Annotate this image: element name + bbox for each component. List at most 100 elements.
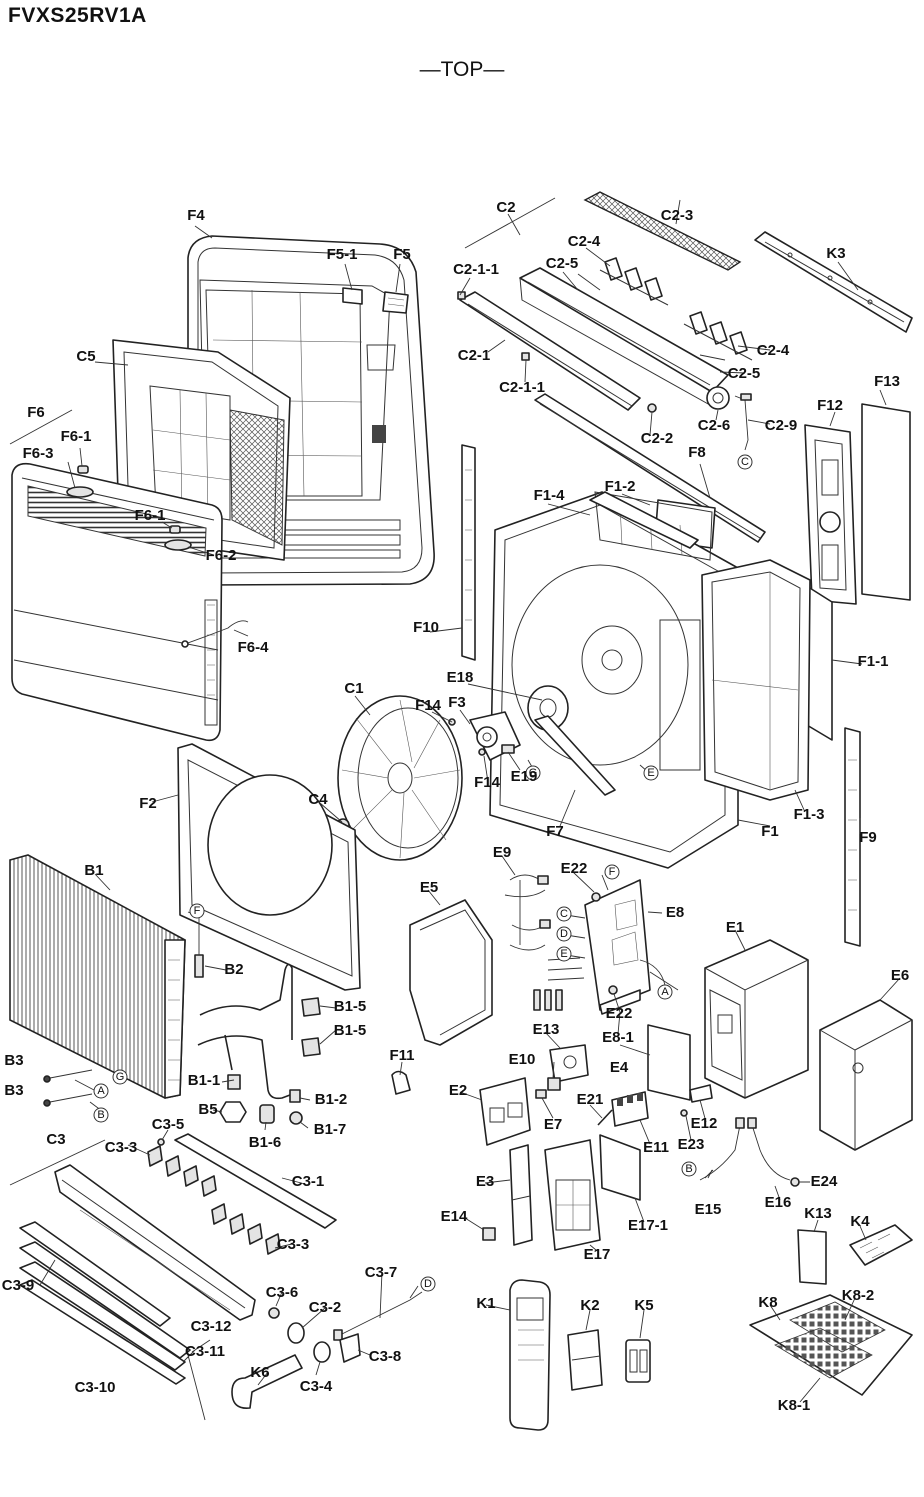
svg-text:B: B — [97, 1109, 104, 1121]
mounting-plate-k3 — [754, 231, 913, 333]
part-e10 — [547, 1077, 561, 1091]
label-k8-1: K8-1 — [778, 1397, 811, 1414]
part-e21 — [597, 1109, 613, 1126]
part-e7 — [535, 1089, 547, 1099]
label-b1-5a: B1-5 — [334, 998, 367, 1015]
svg-text:B: B — [685, 1163, 692, 1175]
screw-e22a — [591, 892, 601, 902]
part-b1-6 — [259, 1104, 275, 1124]
louver-blade-c2-1 — [459, 291, 641, 411]
label-e22a: E22 — [561, 860, 588, 877]
screws-b3 — [43, 1069, 93, 1107]
ref-marker-c-pcb: C — [556, 906, 572, 922]
ref-marker-f-pcb: F — [604, 864, 620, 880]
label-f10: F10 — [413, 619, 439, 636]
ref-marker-e-pcb: E — [556, 946, 572, 962]
side-rail-f9 — [844, 727, 861, 947]
label-c2-1-1a: C2-1-1 — [453, 261, 499, 278]
label-c2-2: C2-2 — [641, 430, 674, 447]
part-e19 — [501, 744, 515, 754]
label-c3-2: C3-2 — [309, 1299, 342, 1316]
label-b3a: B3 — [4, 1052, 23, 1069]
side-plate-f12 — [804, 424, 857, 605]
label-e22b: E22 — [606, 1005, 633, 1022]
label-b5: B5 — [198, 1101, 217, 1118]
label-c2-4b: C2-4 — [757, 342, 790, 359]
view-title: —TOP— — [419, 58, 505, 81]
label-c3-12: C3-12 — [191, 1318, 232, 1335]
sheet-k13 — [797, 1229, 827, 1285]
label-e17-1: E17-1 — [628, 1217, 668, 1234]
svg-text:F: F — [194, 905, 201, 917]
label-b3b: B3 — [4, 1082, 23, 1099]
blade-c3-1 — [174, 1133, 337, 1229]
label-c4: C4 — [308, 791, 328, 808]
part-e2 — [479, 1077, 531, 1146]
label-b1: B1 — [84, 862, 103, 879]
label-k1: K1 — [476, 1295, 495, 1312]
insulation-c3-9 — [19, 1221, 171, 1327]
label-e7: E7 — [544, 1116, 562, 1133]
ref-marker-b-wiring: B — [681, 1161, 697, 1177]
label-c2-3: C2-3 — [661, 207, 694, 224]
model-number: FVXS25RV1A — [8, 4, 147, 27]
grille-k8 — [749, 1294, 913, 1396]
insulation-c3-10 — [19, 1279, 186, 1385]
svg-text:C: C — [560, 908, 568, 920]
label-f1-1: F1-1 — [858, 653, 889, 670]
label-k5: K5 — [634, 1297, 653, 1314]
ref-marker-d-lead: D — [420, 1276, 436, 1292]
label-f12: F12 — [817, 397, 843, 414]
c2-bracket-line — [464, 197, 556, 249]
sheet-e17-1 — [599, 1134, 641, 1201]
label-c3-4: C3-4 — [300, 1378, 333, 1395]
label-f6-4: F6-4 — [238, 639, 270, 656]
label-c3: C3 — [46, 1131, 65, 1148]
batteries-k5 — [625, 1339, 651, 1383]
screw-f14b — [478, 748, 486, 756]
louver-mesh-c2-3 — [583, 191, 742, 271]
cover-e6 — [819, 999, 913, 1151]
part-e3 — [509, 1144, 533, 1246]
label-c3-9: C3-9 — [2, 1277, 35, 1294]
part-f5 — [382, 291, 409, 314]
remote-holder-k2 — [567, 1329, 603, 1391]
control-box-e1 — [704, 939, 809, 1099]
screw-e23 — [680, 1109, 688, 1117]
label-e2: E2 — [449, 1082, 467, 1099]
label-c3-11: C3-11 — [185, 1343, 225, 1360]
motor-lead-c2-9 — [734, 393, 752, 451]
insulation-c3-12 — [19, 1241, 191, 1359]
heat-exchanger-b1 — [9, 854, 186, 1099]
label-e14: E14 — [441, 1208, 468, 1225]
part-c2-5b — [699, 354, 726, 361]
part-c3-6 — [268, 1307, 280, 1319]
label-c2-1-1b: C2-1-1 — [499, 379, 545, 396]
label-b1-6: B1-6 — [249, 1134, 282, 1151]
label-c3-1: C3-1 — [292, 1173, 325, 1190]
label-e3: E3 — [476, 1173, 494, 1190]
lead-c3-7 — [333, 1291, 423, 1341]
label-c2-9: C2-9 — [765, 417, 798, 434]
part-f5-1 — [342, 287, 363, 305]
label-e6: E6 — [891, 967, 909, 984]
ref-marker-d-pcb: D — [556, 926, 572, 942]
label-f6-1a: F6-1 — [61, 428, 92, 445]
label-e1: E1 — [726, 919, 744, 936]
label-f1-4: F1-4 — [534, 487, 566, 504]
label-f6-1b: F6-1 — [135, 507, 166, 524]
part-c3-8 — [339, 1333, 361, 1363]
label-e13: E13 — [533, 1021, 560, 1038]
label-f11: F11 — [389, 1047, 414, 1064]
label-f14a: F14 — [415, 697, 442, 714]
drain-pan-body — [54, 1164, 256, 1321]
front-panel-f6 — [11, 462, 223, 742]
label-c3-5: C3-5 — [152, 1116, 185, 1133]
screws-k4 — [849, 1224, 913, 1266]
part-e8-1 — [599, 989, 641, 1015]
label-f4: F4 — [187, 207, 205, 224]
label-f5: F5 — [393, 246, 411, 263]
ref-marker-f-pipe: F — [189, 903, 205, 919]
ref-marker-a-pcb: A — [657, 984, 673, 1000]
